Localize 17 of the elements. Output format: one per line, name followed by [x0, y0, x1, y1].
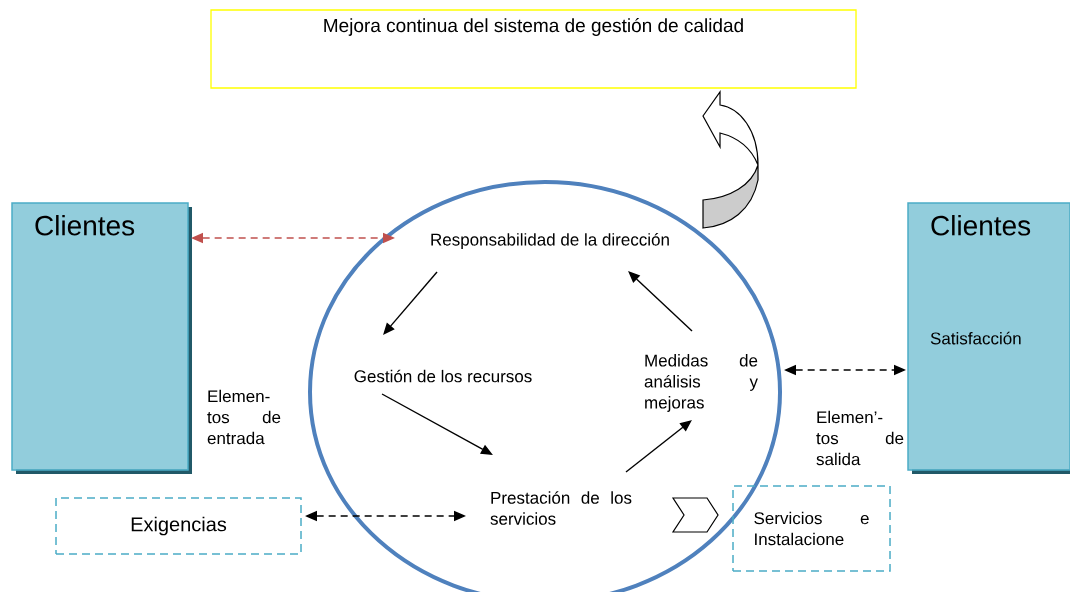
client-box: Clientes Satisfacción [907, 202, 1070, 474]
arrow [381, 393, 493, 455]
step-text: Responsabilidad de la dirección [431, 233, 669, 250]
step-text: Gestión de los recursos [354, 369, 532, 383]
side-label: Elemen- tos de entrada [207, 389, 281, 445]
text-box: Mejora continua del sistema de gestión de calidad [210, 9, 857, 89]
dashed-box: Exigencias [55, 497, 302, 555]
side-label: Elemen’- tos de salida [816, 410, 904, 466]
curved-block-arrow [702, 91, 759, 229]
chevron-arrow [671, 497, 719, 533]
step-text: Medidas de análisis y mejoras [644, 354, 758, 412]
client-box: Clientes [11, 202, 192, 474]
arrow [383, 271, 438, 335]
arrow [625, 420, 692, 473]
dashed-box: Servicios e Instalacione [732, 485, 891, 572]
step-text: Prestación de los servicios [490, 491, 632, 525]
arrow [628, 271, 693, 332]
